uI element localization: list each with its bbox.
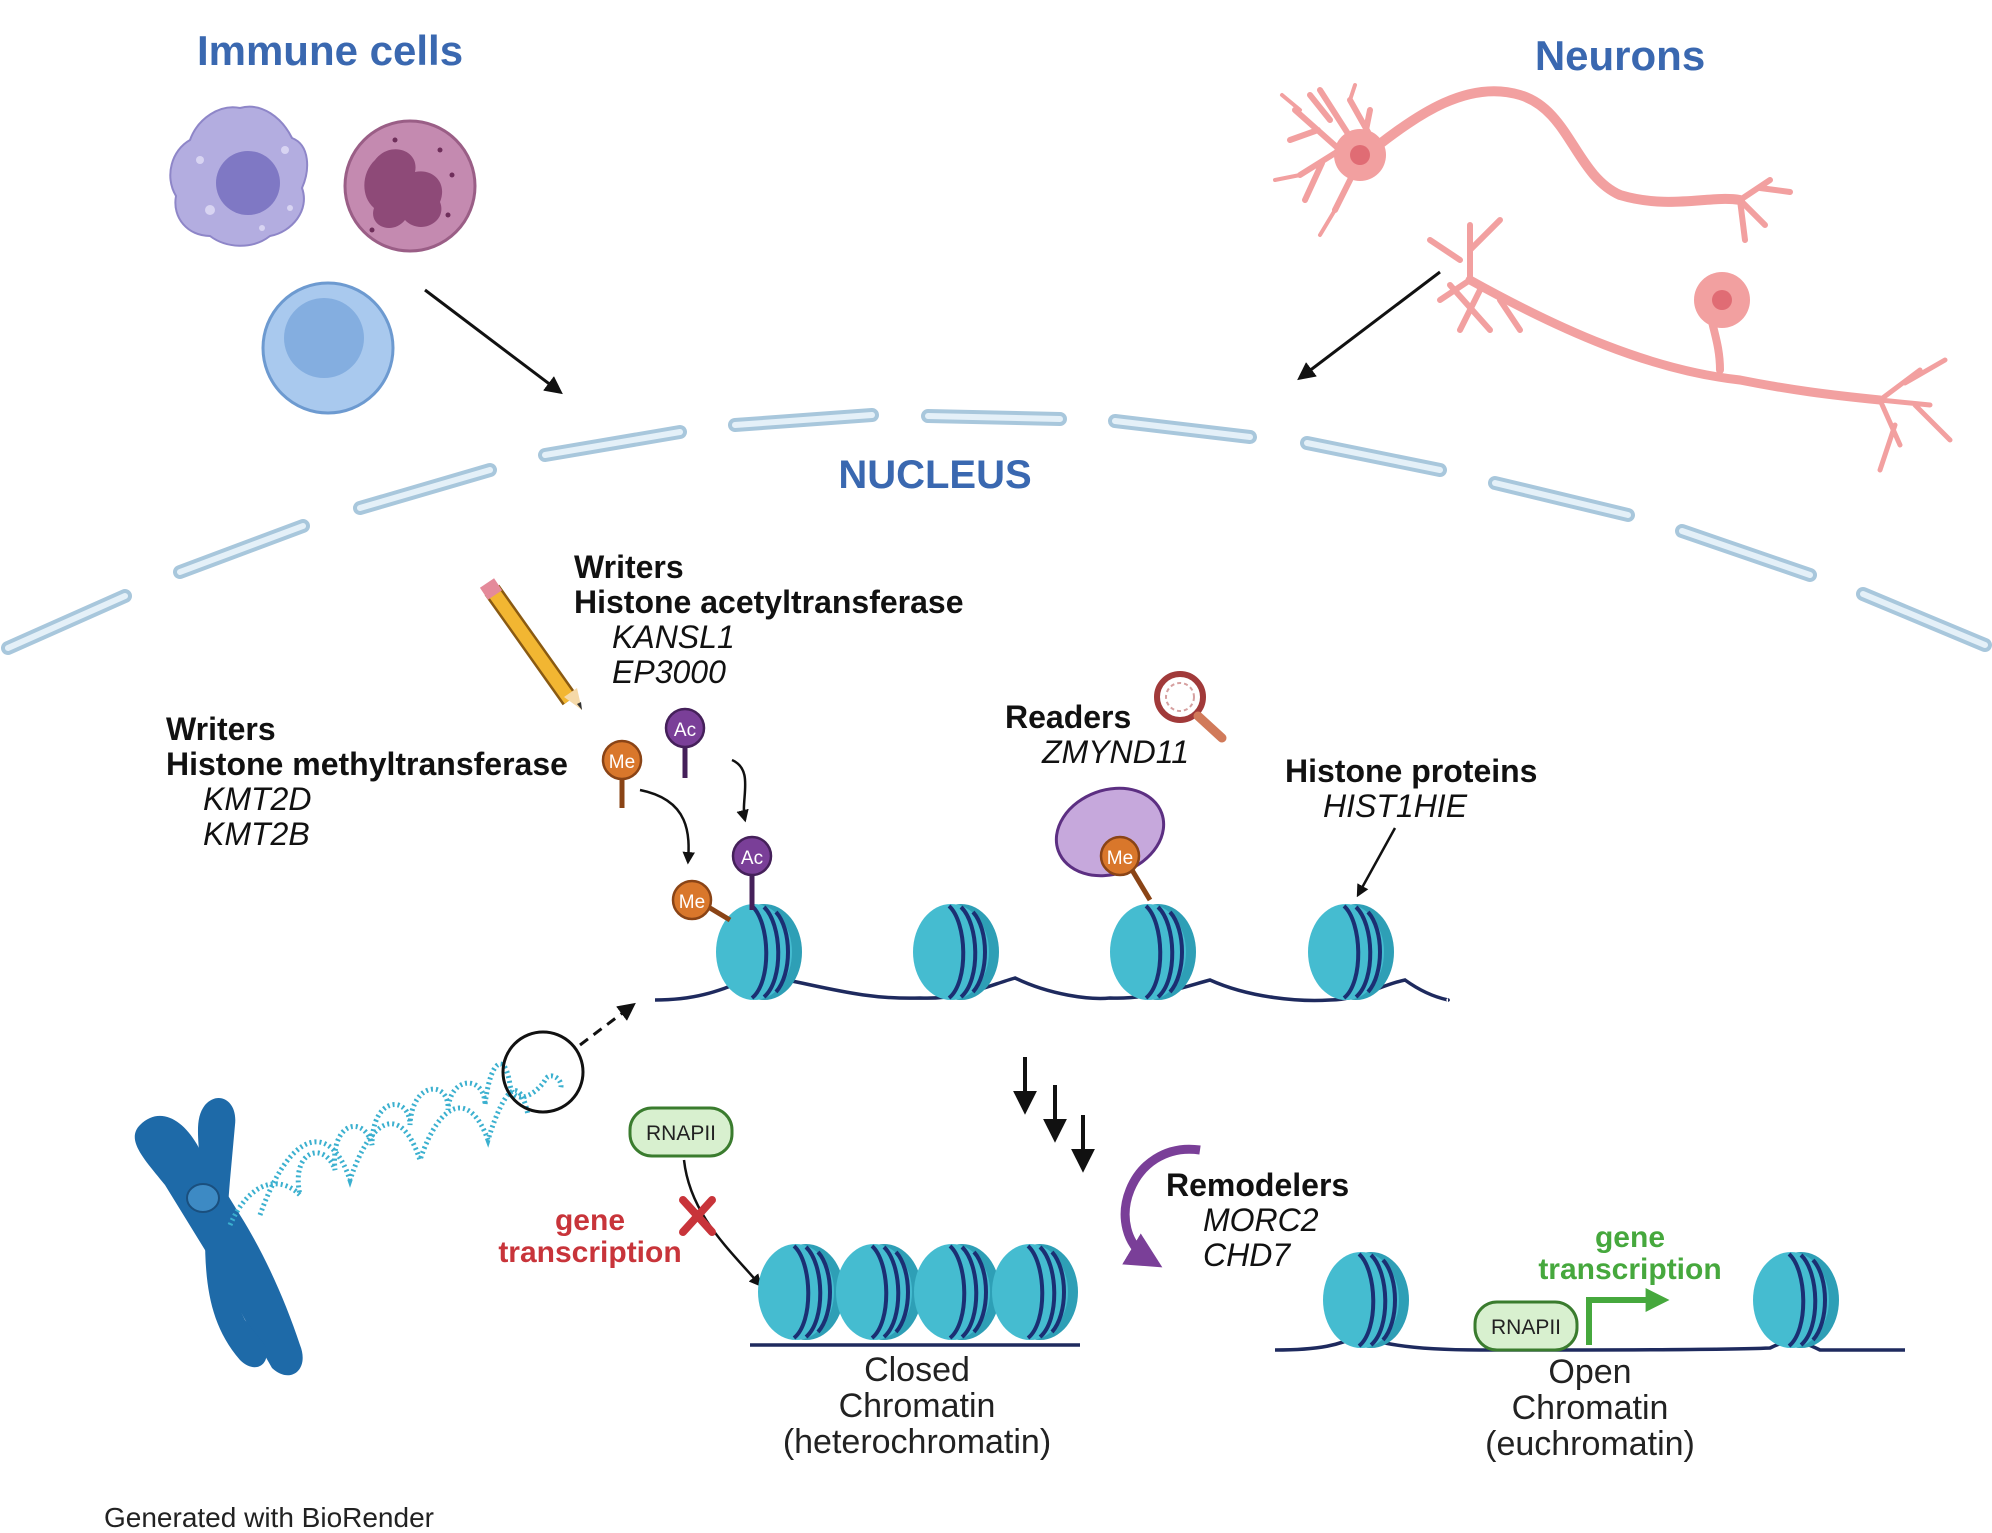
closed-nucleosome-4 — [990, 1242, 1080, 1342]
open-nucleosome-2 — [1751, 1250, 1841, 1350]
bound-me-label: Me — [679, 892, 705, 913]
closed-nucleosome-2 — [834, 1242, 924, 1342]
active-gene-label: gene — [1595, 1221, 1665, 1254]
nucleus-label: NUCLEUS — [838, 453, 1031, 497]
closed-nucleosome-1 — [756, 1242, 846, 1342]
neurons-to-nucleus-arrow — [1297, 270, 1441, 381]
remodelers-gene-2: CHD7 — [1203, 1237, 1291, 1273]
writers-ac-heading: Writers — [574, 549, 684, 585]
bound-ac-label: Ac — [741, 848, 763, 869]
macrophage-icon — [169, 105, 309, 247]
writers-ac-gene-2: EP3000 — [612, 654, 726, 690]
remodelers-gene-1: MORC2 — [1203, 1202, 1319, 1238]
rnapii-blocked-label: RNAPII — [646, 1122, 716, 1145]
transcription-start-arrow — [1586, 1288, 1670, 1345]
histone-gene-1: HIST1HIE — [1323, 788, 1468, 824]
remodelers-heading: Remodelers — [1166, 1167, 1349, 1203]
readers-heading: Readers — [1005, 699, 1131, 735]
blocked-gene-label: gene — [555, 1204, 625, 1237]
writers-me-gene-2: KMT2B — [203, 816, 310, 852]
writers-me-role: Histone methyltransferase — [166, 746, 568, 782]
neurons-title: Neurons — [1535, 32, 1705, 79]
histone-heading: Histone proteins — [1285, 753, 1537, 789]
reader-me-label: Me — [1107, 848, 1133, 869]
free-me-mark: Me — [601, 739, 643, 808]
uncoiled-dna — [227, 1061, 564, 1227]
nucleosome-3 — [1108, 902, 1198, 1002]
neuron-icon-2 — [1427, 217, 1953, 473]
neutrophil-icon — [343, 119, 477, 253]
remodeler-arrow — [1120, 1144, 1201, 1268]
rnapii-blocked: RNAPII — [628, 1106, 734, 1158]
closed-label-2: Chromatin — [839, 1387, 996, 1425]
lymphocyte-icon — [261, 281, 395, 415]
writers-me-gene-1: KMT2D — [203, 781, 311, 817]
free-ac-label: Ac — [674, 720, 696, 741]
biorender-credit: Generated with BioRender — [104, 1502, 434, 1533]
readers-gene-1: ZMYND11 — [1041, 734, 1189, 770]
zoom-circle — [501, 1030, 585, 1114]
open-label-1: Open — [1548, 1353, 1631, 1391]
rnapii-active-label: RNAPII — [1491, 1316, 1561, 1339]
closed-nucleosome-3 — [912, 1242, 1002, 1342]
pencil-icon — [479, 578, 582, 710]
closed-label-1: Closed — [864, 1351, 970, 1389]
rnapii-active: RNAPII — [1473, 1300, 1579, 1352]
free-me-label: Me — [609, 752, 635, 773]
cross-icon — [679, 1196, 716, 1236]
nucleosome-4 — [1306, 902, 1396, 1002]
reader-protein: Me — [1054, 786, 1166, 902]
zoom-arrow — [579, 1002, 636, 1047]
open-label-2: Chromatin — [1512, 1389, 1669, 1427]
chromosome-icon — [134, 1097, 303, 1376]
bound-ac-mark: Ac — [731, 835, 773, 910]
closed-label-3: (heterochromatin) — [783, 1423, 1051, 1461]
blocked-transcription-label: transcription — [498, 1236, 681, 1269]
open-label-3: (euchromatin) — [1485, 1425, 1695, 1463]
neuron-icon — [1273, 83, 1793, 243]
writers-me-heading: Writers — [166, 711, 276, 747]
nuclear-envelope-inner — [5, 412, 1988, 651]
immune-cells-title: Immune cells — [197, 27, 463, 74]
open-nucleosome-1 — [1321, 1250, 1411, 1350]
immune-to-nucleus-arrow — [424, 288, 563, 395]
free-ac-mark: Ac — [664, 707, 706, 778]
histone-pointer-arrow — [1356, 827, 1397, 898]
writers-ac-role: Histone acetyltransferase — [574, 584, 964, 620]
bound-me-mark: Me — [671, 879, 732, 923]
writers-ac-gene-1: KANSL1 — [612, 619, 735, 655]
magnifier-icon — [1154, 671, 1227, 743]
me-transfer-arrow — [639, 788, 695, 865]
active-transcription-label: transcription — [1538, 1253, 1721, 1286]
ac-transfer-arrow — [731, 758, 749, 823]
dna-coil — [257, 1088, 531, 1216]
nucleosome-2 — [911, 902, 1001, 1002]
